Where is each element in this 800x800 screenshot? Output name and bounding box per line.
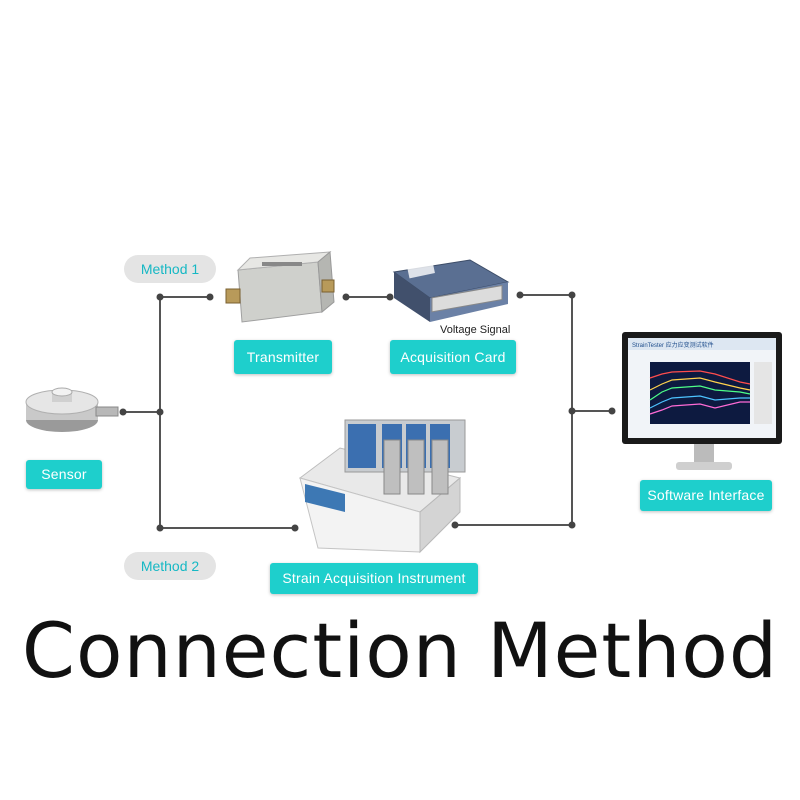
strain-instrument-image [298,419,466,554]
software-screen-header: StrainTester 应力应变测试软件 [632,343,714,349]
method-2-pill: Method 2 [124,552,216,580]
sensor-label: Sensor [26,460,102,489]
acquisition-card-image [392,259,510,322]
transmitter-label: Transmitter [234,340,332,374]
monitor-image [622,332,782,470]
connection-dots [119,291,616,532]
acquisition-card-label: Acquisition Card [390,340,516,374]
voltage-signal-label: Voltage Signal [440,324,511,336]
software-interface-label: Software Interface [640,480,772,511]
strain-instrument-label: Strain Acquisition Instrument [270,563,478,594]
transmitter-image [225,250,335,323]
method-1-pill: Method 1 [124,255,216,283]
page-title: Connection Method [21,606,779,695]
sensor-image [25,387,119,432]
